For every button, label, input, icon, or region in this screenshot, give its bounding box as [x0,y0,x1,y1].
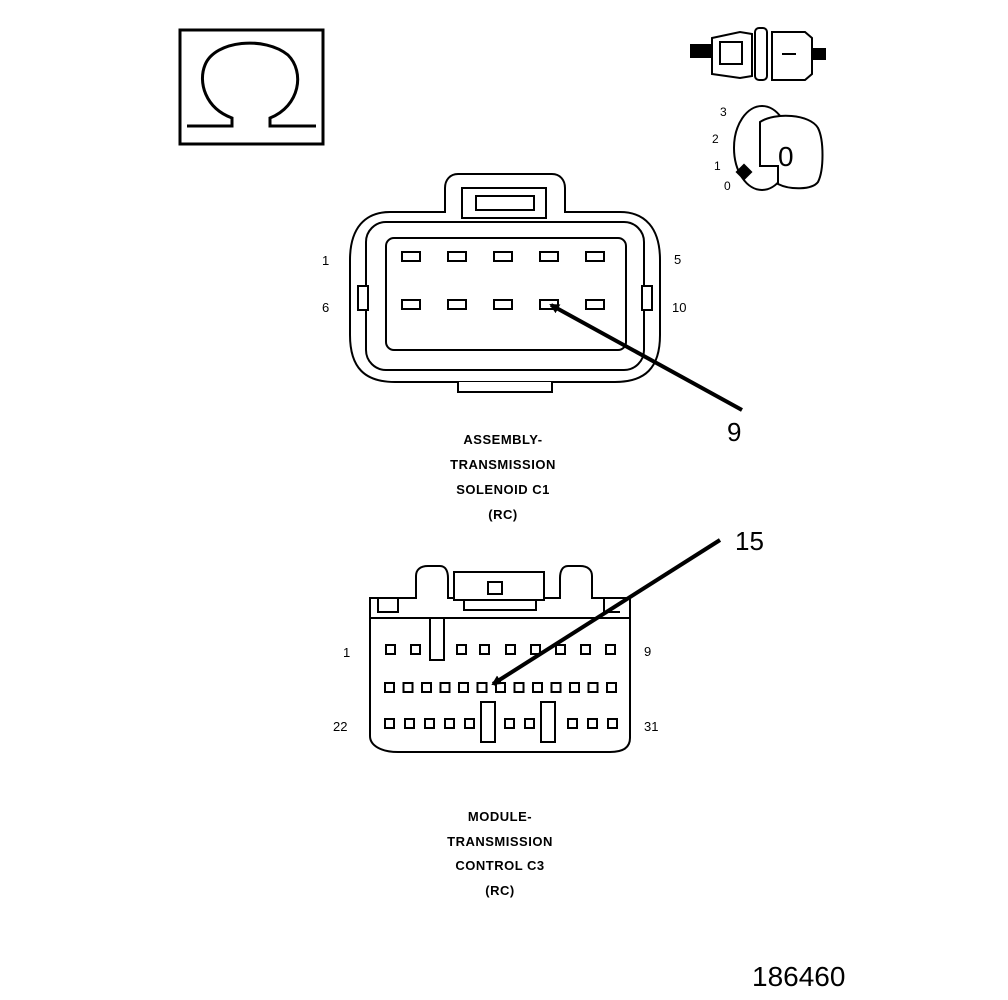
c3-pin-cavity [606,682,617,693]
c1-pin-cavity [401,299,421,310]
c1-pin-label-6: 6 [322,300,329,315]
c3-pin-label-31: 31 [644,719,658,734]
c3-title-line-4: (RC) [485,883,514,898]
c3-pin-cavity [555,644,566,655]
c1-title-line-3: SOLENOID C1 [456,482,550,497]
c3-title-line-1: MODULE- [468,809,532,824]
c3-pin-cavity [587,682,599,693]
c3-pin-label-9: 9 [644,644,651,659]
c3-pin-cavity [530,644,541,655]
c3-pin-cavity [421,682,432,693]
c3-pin-cavity [424,718,435,729]
c1-pin-cavity [493,251,513,262]
key-position-1: 1 [714,159,721,173]
key-position-3: 3 [720,105,727,119]
c3-pin-cavity [479,644,490,655]
c1-title-line-2: TRANSMISSION [450,457,556,472]
key-position-2: 2 [712,132,719,146]
c1-callout-number: 9 [727,417,741,447]
c3-pin-cavity [569,682,580,693]
c3-pin-cavity [404,718,415,729]
c3-pin-cavity [464,718,475,729]
c3-pin-cavity [476,682,488,693]
figure-id: 186460 [752,961,845,992]
c3-pin-cavity [384,682,395,693]
c3-pin-cavity [402,682,414,693]
c3-pin-cavity [444,718,455,729]
c3-pin-label-22: 22 [333,719,347,734]
c3-pin-cavity [458,682,469,693]
c3-pin-cavity [410,644,421,655]
connector-disconnected-icon [690,27,826,81]
c1-pin-label-1: 1 [322,253,329,268]
c1-pin-cavity [401,251,421,262]
c3-pin-cavity [384,718,395,729]
ignition-key-icon: 3 2 1 0 0 [712,105,824,193]
key-position-0: 0 [724,179,731,193]
connector-c1 [349,173,661,393]
c3-pin-cavity [504,718,515,729]
c1-title: ASSEMBLY- TRANSMISSION SOLENOID C1 (RC) [450,432,556,522]
c1-pin-cavity [447,251,467,262]
c3-pin-cavity [385,644,396,655]
c1-pin-cavity [493,299,513,310]
connector-c3 [369,565,631,753]
c3-pin-cavity [456,644,467,655]
c3-pin-cavity [550,682,562,693]
key-label: 0 [778,141,794,172]
c1-title-line-1: ASSEMBLY- [463,432,542,447]
c3-pin-cavity [513,682,525,693]
c1-pin-cavity [539,251,559,262]
c3-callout-number: 15 [735,526,764,556]
c3-pin-cavity [524,718,535,729]
c1-pin-cavity [447,299,467,310]
c1-pin-label-5: 5 [674,252,681,267]
c1-pin-cavity [585,299,605,310]
c3-pin-cavity [605,644,616,655]
c3-pin-cavity [607,718,618,729]
c3-pin-label-1: 1 [343,645,350,660]
c3-callout-arrow [491,538,722,686]
c1-pin-label-10: 10 [672,300,686,315]
c3-pin-cavity [567,718,578,729]
c3-title-line-3: CONTROL C3 [455,858,544,873]
c3-pin-cavities [384,644,618,729]
c3-pin-cavity [495,682,506,693]
c1-pin-cavities [401,251,605,310]
c1-pin-cavity [585,251,605,262]
c3-pin-cavity [580,644,591,655]
c3-pin-cavity [505,644,516,655]
c3-pin-cavity [587,718,598,729]
c3-title: MODULE- TRANSMISSION CONTROL C3 (RC) [447,809,553,898]
ohmmeter-icon [178,28,325,146]
c1-callout-arrow [549,303,743,412]
c3-pin-cavity [532,682,543,693]
c3-title-line-2: TRANSMISSION [447,834,553,849]
c1-title-line-4: (RC) [488,507,517,522]
c3-pin-cavity [439,682,451,693]
